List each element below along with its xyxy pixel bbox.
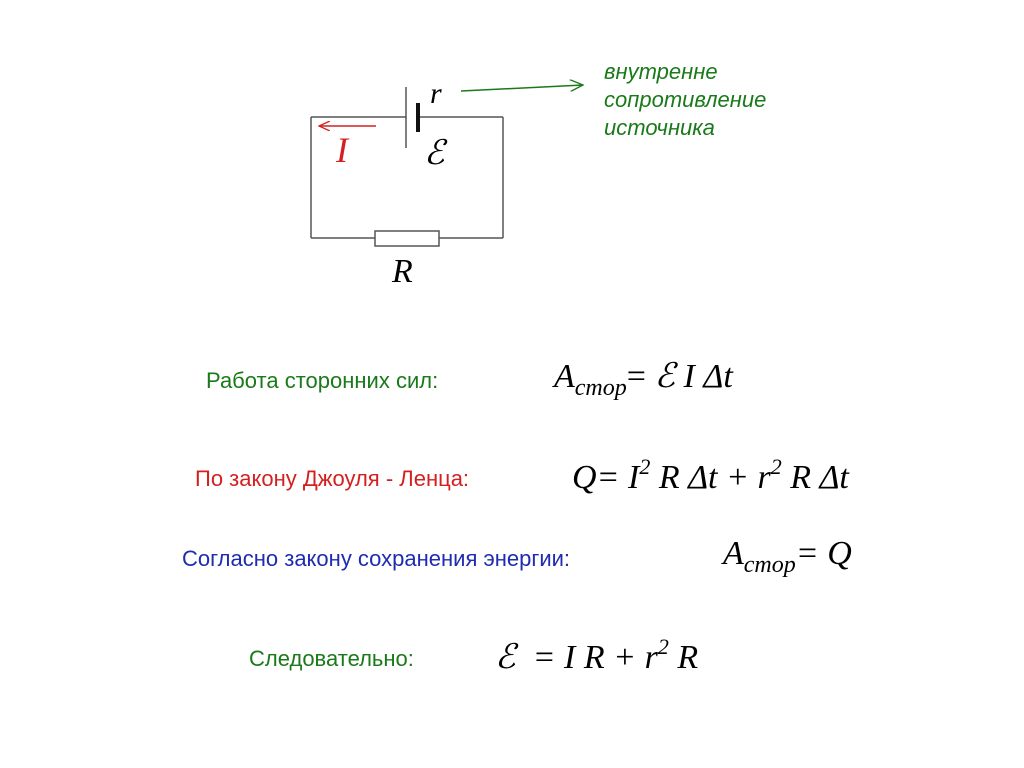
annotation-arrow: [460, 85, 583, 92]
joule-lenz-formula: Q= I2 R Δt + r2 R Δt: [572, 454, 849, 497]
consequently-label: Следовательно:: [249, 646, 414, 671]
current-label: I: [335, 130, 350, 170]
formula-part: A: [723, 535, 744, 572]
formula-part: I Δt: [675, 358, 733, 395]
annotation-line: внутренне: [604, 59, 718, 84]
formula-part: A: [554, 358, 575, 395]
annotation-line: сопротивление: [604, 87, 767, 112]
energy-conservation-label: Согласно закону сохранения энергии:: [182, 546, 571, 571]
formula-part: R: [668, 639, 699, 676]
formula-part: =: [626, 358, 655, 395]
formula-part: R Δt: [781, 459, 849, 496]
internal-resistance-label: r: [430, 77, 442, 110]
formula-superscript: 2: [639, 454, 651, 479]
annotation-line: источника: [604, 115, 715, 140]
work-external-forces-label: Работа сторонних сил:: [206, 368, 439, 393]
internal-resistance-annotation: внутренне сопротивление источника: [604, 58, 766, 142]
formula-part: R Δt + r: [650, 459, 771, 496]
formula-subscript: стор: [743, 552, 796, 578]
consequently-formula: ℰ = I R + r2 R: [495, 634, 698, 677]
resistor: [374, 230, 440, 247]
energy-conservation-formula: Aстор= Q: [723, 535, 852, 579]
joule-lenz-label: По закону Джоуля - Ленца:: [195, 466, 470, 491]
resistor-label: R: [391, 253, 413, 290]
formula-subscript: стор: [574, 375, 627, 401]
formula-superscript: 2: [770, 454, 782, 479]
formula-superscript: 2: [657, 634, 669, 659]
emf-symbol: ℰ: [495, 637, 516, 677]
formula-part: = I R + r: [515, 639, 658, 676]
circuit-wires: [310, 116, 504, 239]
circuit-diagram: I r ℰ R: [310, 77, 1024, 290]
formula-part: Q= I: [572, 459, 640, 496]
work-external-forces-formula: Aстор= ℰ I Δt: [554, 356, 733, 402]
emf-label: ℰ: [424, 133, 448, 173]
emf-symbol: ℰ: [654, 356, 676, 396]
formula-part: = Q: [795, 535, 852, 572]
